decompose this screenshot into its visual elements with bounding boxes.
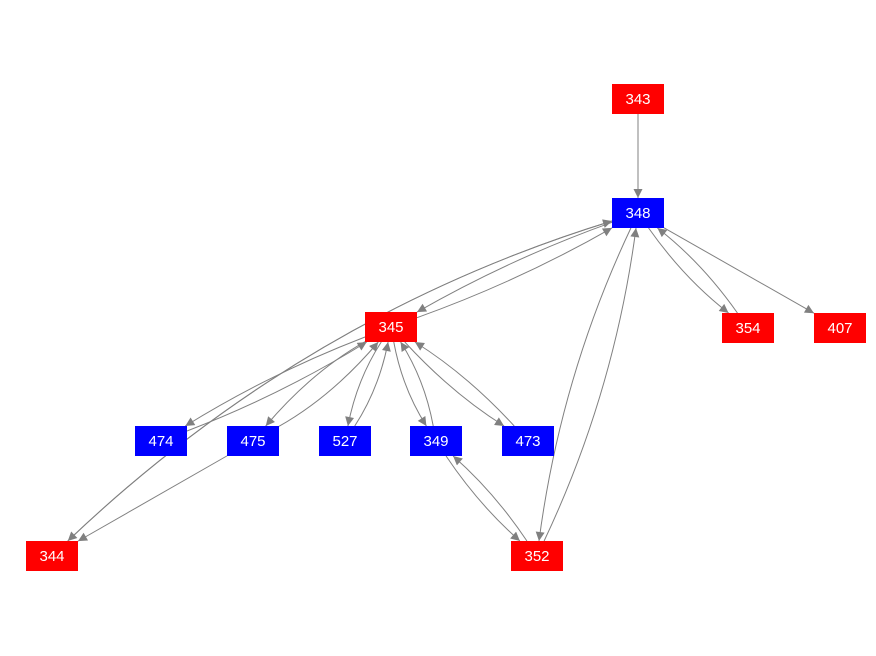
node-354-box: [722, 313, 774, 343]
node-475[interactable]: 475: [227, 426, 279, 456]
node-407-box: [814, 313, 866, 343]
node-473-box: [502, 426, 554, 456]
edge-349-to-352: [445, 455, 521, 542]
node-343-box: [612, 84, 664, 114]
node-352-label: 352: [524, 548, 549, 565]
edge-345-to-349: [393, 341, 427, 427]
edge-475-to-344: [77, 455, 228, 542]
edge-348-to-407: [663, 227, 815, 314]
node-343[interactable]: 343: [612, 84, 664, 114]
node-344-box: [26, 541, 78, 571]
edge-345-to-527: [345, 341, 382, 427]
edge-348-to-344: [67, 220, 613, 542]
edge-348-to-345: [416, 221, 613, 313]
edge-473-to-345: [414, 341, 515, 427]
node-527-label: 527: [332, 433, 357, 450]
node-348-box: [612, 198, 664, 228]
node-349-label: 349: [423, 433, 448, 450]
edge-344-to-348: [67, 219, 613, 542]
node-344-label: 344: [39, 548, 64, 565]
node-348[interactable]: 348: [612, 198, 664, 228]
edge-527-to-345: [354, 341, 391, 427]
edge-345-to-475: [265, 341, 366, 427]
node-475-label: 475: [240, 433, 265, 450]
node-527[interactable]: 527: [319, 426, 371, 456]
node-343-label: 343: [625, 91, 650, 108]
node-407-label: 407: [827, 320, 852, 337]
node-474-box: [135, 426, 187, 456]
node-473[interactable]: 473: [502, 426, 554, 456]
node-352-box: [511, 541, 563, 571]
node-407[interactable]: 407: [814, 313, 866, 343]
edge-354-to-348: [657, 227, 738, 314]
node-348-label: 348: [625, 205, 650, 222]
edge-345-to-474: [185, 336, 366, 427]
node-345-label: 345: [378, 319, 403, 336]
node-344[interactable]: 344: [26, 541, 78, 571]
edge-345-to-348: [416, 227, 613, 319]
node-354[interactable]: 354: [722, 313, 774, 343]
node-layer: 343 348 345 354 407 474 475 527 349 473 344 352: [26, 84, 866, 571]
node-475-box: [227, 426, 279, 456]
edge-474-to-345: [186, 341, 367, 432]
edge-349-to-345: [400, 341, 434, 427]
edge-352-to-349: [452, 455, 528, 542]
node-354-label: 354: [735, 320, 760, 337]
node-345[interactable]: 345: [365, 312, 417, 342]
edge-layer: [67, 113, 815, 542]
edge-348-to-354: [648, 227, 729, 314]
edge-348-to-352: [535, 227, 632, 542]
node-345-box: [365, 312, 417, 342]
edge-352-to-348: [543, 227, 640, 542]
node-527-box: [319, 426, 371, 456]
node-349-box: [410, 426, 462, 456]
node-474[interactable]: 474: [135, 426, 187, 456]
node-473-label: 473: [515, 433, 540, 450]
node-349[interactable]: 349: [410, 426, 462, 456]
node-352[interactable]: 352: [511, 541, 563, 571]
edge-345-to-473: [404, 341, 505, 427]
node-474-label: 474: [148, 433, 173, 450]
edge-475-to-345: [278, 341, 379, 427]
